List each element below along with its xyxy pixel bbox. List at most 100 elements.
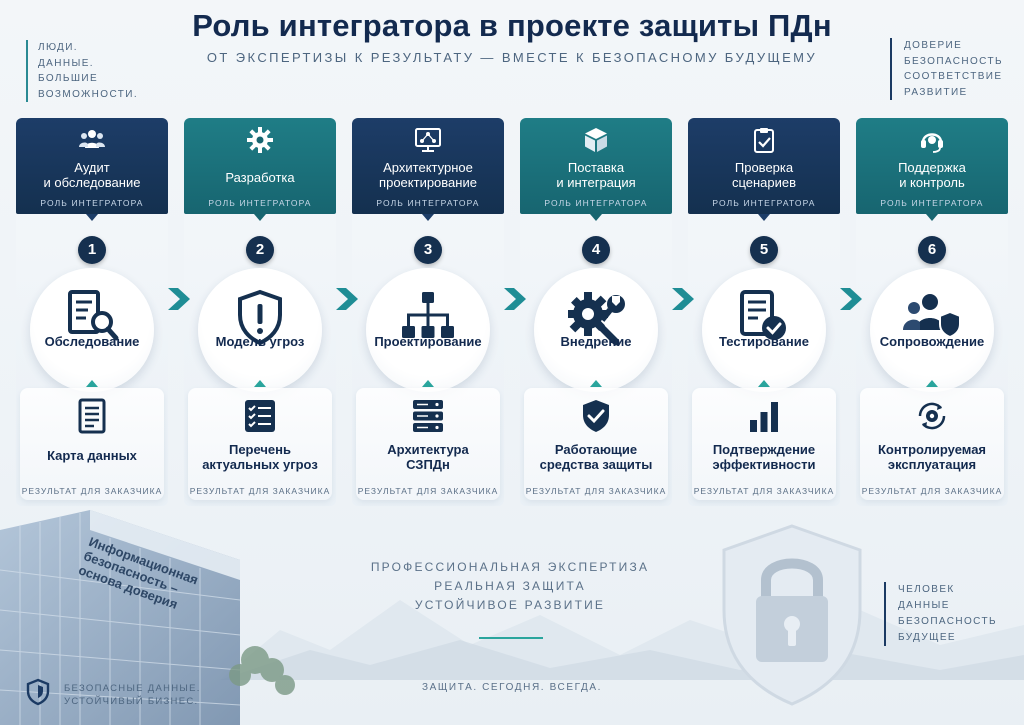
right-note-line: Будущее <box>898 632 956 643</box>
stage-header-title: Поставка и интеграция <box>524 160 668 190</box>
result-caret <box>86 380 98 387</box>
stage-label: Тестирование <box>719 334 809 349</box>
footer-shield-icon <box>26 678 50 706</box>
lock-shield-icon <box>722 524 862 706</box>
header-pointer <box>758 214 770 221</box>
flow-arrow-icon <box>838 284 864 314</box>
result-line: эффективности <box>712 457 816 472</box>
header-line: проектирование <box>379 175 477 190</box>
result-caret <box>254 380 266 387</box>
header-line: Аудит <box>74 160 110 175</box>
stage-header-title: Аудит и обследование <box>20 160 164 190</box>
side-note-line: Данные. <box>38 57 94 69</box>
stage-header-title: Поддержка и контроль <box>860 160 1004 190</box>
stage-circle <box>198 268 322 392</box>
role-label: РОЛЬ ИНТЕГРАТОРА <box>544 198 648 208</box>
footer-line: Устойчивый бизнес. <box>64 696 199 707</box>
stage-circle <box>870 268 994 392</box>
value-item: Профессиональная экспертиза <box>370 560 650 574</box>
gear-icon <box>246 126 274 154</box>
result-card: Карта данных РЕЗУЛЬТАТ ДЛЯ ЗАКАЗЧИКА <box>20 388 164 500</box>
result-line: Архитектура <box>387 442 469 457</box>
cycle-gear-icon <box>914 398 950 434</box>
bar-chart-icon <box>746 398 782 434</box>
result-line: Работающие <box>554 442 638 457</box>
result-card: Перечень актуальных угроз РЕЗУЛЬТАТ ДЛЯ … <box>188 388 332 500</box>
header-line: и интеграция <box>556 175 636 190</box>
footer-text: Безопасные данные. Устойчивый бизнес. <box>64 682 201 708</box>
result-line: Перечень <box>228 442 292 457</box>
stage-circle <box>30 268 154 392</box>
result-line: СЗПДн <box>406 457 450 472</box>
checklist-icon <box>242 398 278 434</box>
role-label: РОЛЬ ИНТЕГРАТОРА <box>376 198 480 208</box>
side-note-left: Люди. Данные. Большие возможности. <box>26 40 138 102</box>
gear-wrench-icon <box>564 288 628 346</box>
result-text: Перечень актуальных угроз <box>190 442 330 472</box>
side-note-line: Доверие <box>904 40 963 51</box>
stage-header: Поддержка и контроль РОЛЬ ИНТЕГРАТОРА <box>856 118 1008 214</box>
result-card: Работающие средства защиты РЕЗУЛЬТАТ ДЛЯ… <box>524 388 668 500</box>
flow-arrow-icon <box>166 284 192 314</box>
stage-label: Проектирование <box>374 334 482 349</box>
side-note-line: возможности. <box>38 88 139 100</box>
header-line: Поставка <box>567 160 625 175</box>
document-check-icon <box>732 288 796 346</box>
box-icon <box>582 126 610 154</box>
stage-header-title: Проверка сценариев <box>692 160 836 190</box>
result-line: Карта данных <box>47 448 137 463</box>
step-number: 4 <box>582 236 610 264</box>
users-shield-icon <box>900 288 964 346</box>
team-icon <box>78 126 106 154</box>
result-text: Контролируемая эксплуатация <box>862 442 1002 472</box>
result-text: Карта данных <box>22 448 162 463</box>
role-label: РОЛЬ ИНТЕГРАТОРА <box>208 198 312 208</box>
shield-check-icon <box>578 398 614 434</box>
side-note-line: Развитие <box>904 86 968 98</box>
document-list-icon <box>74 398 110 434</box>
document-search-icon <box>64 288 128 346</box>
flow-arrow-icon <box>670 284 696 314</box>
hierarchy-icon <box>396 288 460 346</box>
stage-column-2: Разработка РОЛЬ ИНТЕГРАТОРА 2 Модель угр… <box>184 118 336 506</box>
result-caret <box>422 380 434 387</box>
stage-circle <box>702 268 826 392</box>
stage-label: Внедрение <box>560 334 632 349</box>
flow-arrow-icon <box>502 284 528 314</box>
stage-header: Разработка РОЛЬ ИНТЕГРАТОРА <box>184 118 336 214</box>
stage-label: Модель угроз <box>215 334 305 349</box>
step-number: 3 <box>414 236 442 264</box>
header-pointer <box>590 214 602 221</box>
side-note-line: Безопасность <box>904 55 1003 67</box>
result-line: средства защиты <box>539 457 653 472</box>
result-card: Подтверждение эффективности РЕЗУЛЬТАТ ДЛ… <box>692 388 836 500</box>
right-note-line: Безопасность <box>898 616 997 627</box>
clipboard-check-icon <box>750 126 778 154</box>
right-note: Человек Данные Безопасность Будущее <box>884 582 997 646</box>
stage-header-title: Разработка <box>188 170 332 185</box>
result-card: Контролируемая эксплуатация РЕЗУЛЬТАТ ДЛ… <box>860 388 1004 500</box>
result-line: Контролируемая <box>877 442 987 457</box>
stage-header-title: Архитектурное проектирование <box>356 160 500 190</box>
result-caret <box>758 380 770 387</box>
stage-label: Сопровождение <box>879 334 985 349</box>
stage-label: Обследование <box>44 334 140 349</box>
result-label: РЕЗУЛЬТАТ ДЛЯ ЗАКАЗЧИКА <box>525 486 667 496</box>
header-pointer <box>254 214 266 221</box>
result-caret <box>926 380 938 387</box>
stage-header: Проверка сценариев РОЛЬ ИНТЕГРАТОРА <box>688 118 840 214</box>
footer-line: Безопасные данные. <box>64 683 201 694</box>
step-number: 5 <box>750 236 778 264</box>
stage-header: Архитектурное проектирование РОЛЬ ИНТЕГР… <box>352 118 504 214</box>
right-note-line: Человек <box>898 584 955 595</box>
value-item: Реальная защита <box>434 579 586 593</box>
header-pointer <box>422 214 434 221</box>
side-note-line: Соответствие <box>904 71 1003 82</box>
stage-column-1: Аудит и обследование РОЛЬ ИНТЕГРАТОРА 1 … <box>16 118 168 506</box>
result-line: Подтверждение <box>712 442 816 457</box>
step-number: 2 <box>246 236 274 264</box>
stage-column-4: Поставка и интеграция РОЛЬ ИНТЕГРАТОРА 4… <box>520 118 672 506</box>
side-note-line: Большие <box>38 73 99 84</box>
side-note-line: Люди. <box>38 42 78 53</box>
header-pointer <box>86 214 98 221</box>
